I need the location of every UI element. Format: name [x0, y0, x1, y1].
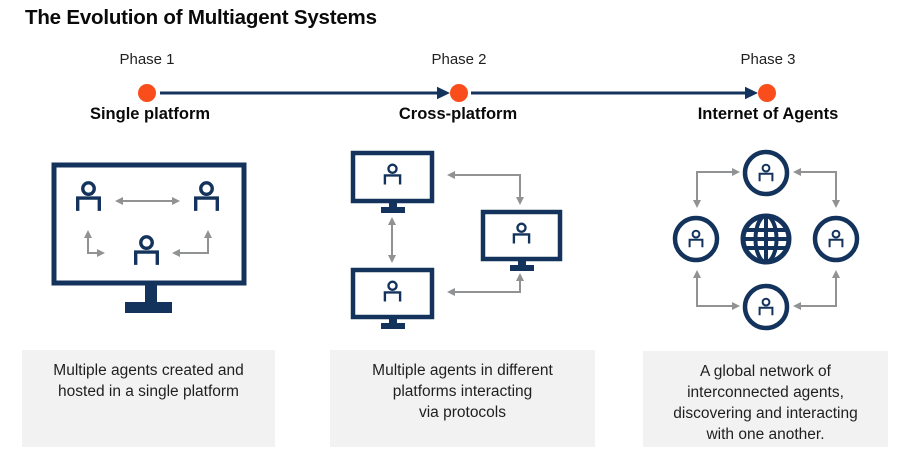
caption-line: Multiple agents in different	[372, 362, 553, 379]
bidirectional-arrow-icon	[115, 197, 180, 205]
monitor-icon	[480, 209, 563, 271]
agent-icon	[758, 297, 774, 316]
agent-icon	[75, 181, 102, 211]
elbow-arrow-icon	[447, 171, 524, 205]
caption-line: A global network of	[700, 363, 831, 380]
caption-line: via protocols	[418, 404, 506, 421]
phase-2-caption: Multiple agents in different platforms i…	[330, 350, 595, 447]
elbow-arrow-icon	[693, 270, 740, 310]
elbow-arrow-icon	[447, 273, 524, 296]
timeline	[138, 84, 776, 102]
caption-line: discovering and interacting	[673, 405, 858, 422]
phase-3-milestone-dot	[758, 84, 776, 102]
elbow-arrow-icon	[172, 230, 212, 257]
phase-3-caption: A global network of interconnected agent…	[643, 351, 888, 447]
agent-icon	[383, 280, 402, 302]
agent-icon	[688, 229, 704, 248]
phase-3-label: Phase 3	[740, 51, 796, 68]
monitor-icon	[350, 267, 435, 329]
agent-icon	[512, 222, 531, 244]
elbow-arrow-icon	[693, 168, 740, 208]
phase-3-name: Internet of Agents	[697, 105, 839, 123]
agent-icon	[828, 229, 844, 248]
phase-1-caption: Multiple agents created and hosted in a …	[22, 350, 275, 447]
single-platform-illustration	[51, 162, 247, 313]
monitor-icon	[350, 150, 435, 213]
arrowhead-right-icon	[745, 86, 758, 100]
agent-icon	[383, 163, 402, 185]
caption-line: with one another.	[706, 426, 825, 443]
globe-icon	[740, 213, 792, 265]
elbow-arrow-icon	[84, 230, 105, 257]
arrowhead-right-icon	[437, 86, 450, 100]
phase-1-name: Single platform	[89, 105, 211, 123]
caption-line: Multiple agents created and	[53, 362, 244, 379]
bidirectional-arrow-icon	[388, 217, 396, 263]
agent-circle-icon	[672, 215, 720, 263]
phase-2-name: Cross-platform	[398, 105, 518, 123]
phase-1-label: Phase 1	[119, 51, 175, 68]
caption-line: platforms interacting	[392, 383, 533, 400]
phase-2-label: Phase 2	[431, 51, 487, 68]
caption-line: interconnected agents,	[687, 384, 844, 401]
agent-circle-icon	[742, 149, 790, 197]
phase-2-milestone-dot	[450, 84, 468, 102]
caption-line: hosted in a single platform	[58, 383, 239, 400]
agent-icon	[133, 235, 160, 265]
agent-icon	[758, 163, 774, 182]
elbow-arrow-icon	[793, 270, 840, 310]
monitor-icon	[51, 162, 247, 313]
elbow-arrow-icon	[793, 168, 840, 208]
page-title: The Evolution of Multiagent Systems	[25, 6, 377, 29]
agent-circle-icon	[742, 283, 790, 331]
agent-circle-icon	[812, 215, 860, 263]
phase-1-milestone-dot	[138, 84, 156, 102]
internet-of-agents-illustration	[672, 149, 860, 331]
cross-platform-illustration	[350, 150, 563, 329]
agent-icon	[193, 181, 220, 211]
